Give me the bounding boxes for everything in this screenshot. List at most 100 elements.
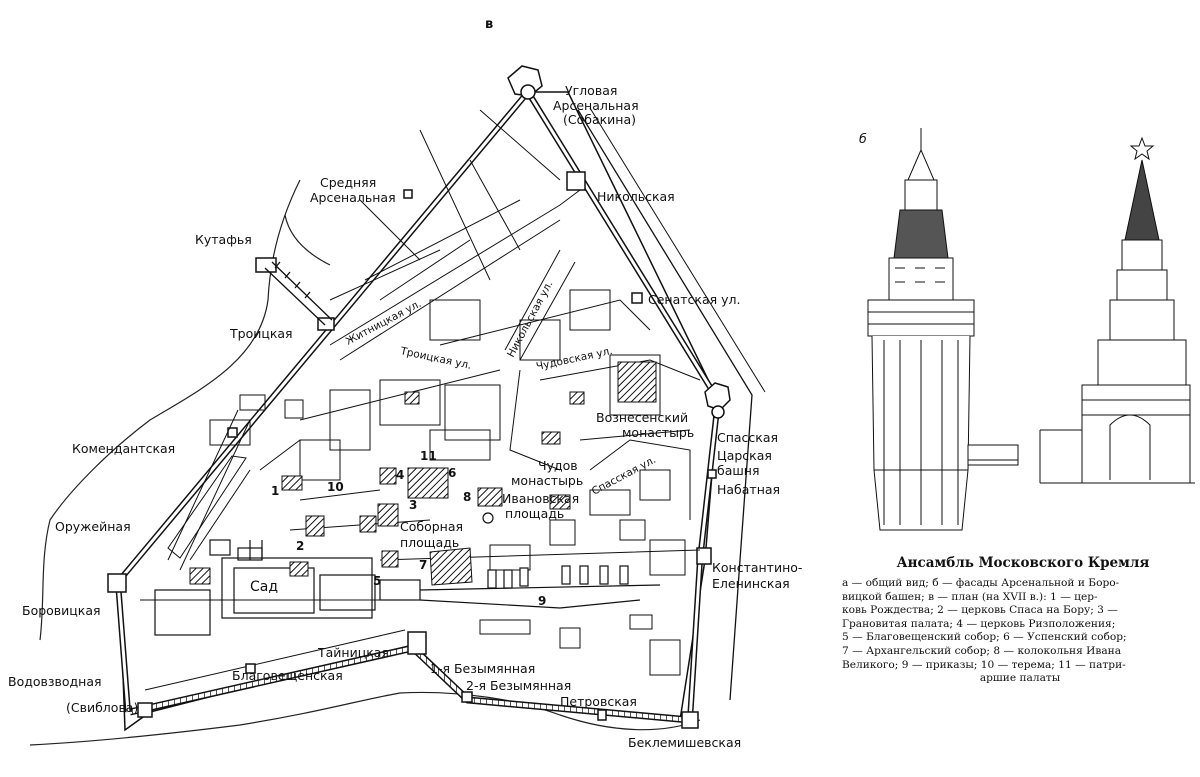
tower-vodovzvodnaya [137, 702, 153, 718]
caption-line: Великого; 9 — приказы; 10 — терема; 11 —… [842, 658, 1126, 671]
label-sviblova: (Свиблова) [66, 700, 138, 715]
marker-11: 11 [420, 449, 437, 463]
building-3-granovitaya [377, 503, 399, 527]
caption-line: аршие палаты [979, 672, 1061, 685]
street-troitskaya: Троицкая ул. [398, 345, 472, 372]
label-sobornaya-2: площадь [400, 535, 459, 550]
tower-spasskaya [704, 382, 731, 411]
caption-line: Грановитая палата; 4 — церковь Ризположе… [842, 617, 1116, 630]
panel-label-v: в [485, 17, 493, 32]
building-2 [305, 515, 325, 537]
tower-nabatnaya [707, 469, 717, 479]
tower-konstantin [696, 547, 712, 565]
caption-line: ковь Рождества; 2 — церковь Спаса на Бор… [842, 604, 1118, 617]
label-srednyaya-1: Средняя [320, 175, 376, 190]
tower-srednyaya [403, 189, 413, 199]
street-spasskaya: Спасская ул. [590, 454, 658, 498]
garden-area [154, 539, 421, 636]
prikazy-row [419, 565, 661, 609]
label-tsarskaya-1: Царская [717, 448, 772, 463]
label-blagoveshchenskaya: Благовещенская [232, 668, 343, 683]
borovitskaya-tower-facade [1039, 136, 1195, 484]
caption-line: 7 — Архангельский собор; 8 — колокольня … [842, 644, 1122, 657]
tower-troitskaya [317, 317, 335, 331]
label-konstantin-1: Константино- [712, 560, 802, 575]
caption-title: Ансамбль Московского Кремля [896, 555, 1150, 571]
tower-markers [107, 65, 731, 729]
label-chudov-1: Чудов [538, 458, 578, 473]
tower-beklemishevskaya [681, 711, 699, 729]
label-ivanovskaya-1: Ивановская [502, 491, 579, 506]
label-nabatnaya: Набатная [717, 482, 780, 497]
marker-1: 1 [271, 484, 279, 498]
building-7-arkhangelsky [429, 547, 473, 586]
building-hatch-e [404, 391, 420, 405]
caption-line: вицкой башен; в — план (на XVII в.): 1 —… [842, 590, 1098, 603]
marker-3: 3 [409, 498, 417, 512]
street-nikolskaya: Никольская ул. [505, 279, 555, 360]
tower-bezymyannaya [461, 691, 473, 703]
tower-senatskaya [631, 292, 643, 304]
caption-body: а — общий вид; б — фасады Арсенальной и … [842, 577, 1198, 686]
building-1 [281, 475, 303, 491]
kremlin-walls [115, 90, 766, 732]
label-kutafya: Кутафья [195, 232, 252, 247]
marker-10: 10 [327, 480, 344, 494]
star-icon [1129, 136, 1155, 161]
label-taynitskaya: Тайницкая [317, 645, 389, 660]
caption-line: 5 — Благовещенский собор; 6 — Успенский … [842, 631, 1127, 644]
label-uglovaya-2: Арсенальная [553, 98, 639, 113]
building-hatch-a [549, 494, 571, 510]
label-komendantskaya: Комендантская [72, 441, 175, 456]
label-voznesensky-2: монастырь [622, 425, 694, 440]
label-uglovaya-3: (Собакина) [563, 112, 636, 127]
label-tsarskaya-2: башня [717, 463, 760, 478]
building-5 [381, 550, 399, 568]
label-sad: Сад [250, 579, 278, 595]
label-spasskaya: Спасская [717, 430, 778, 445]
tower-facades [867, 128, 1195, 531]
tower-petrovskaya [597, 709, 607, 721]
label-petrovskaya: Петровская [560, 694, 637, 709]
tower-marker-corner [520, 84, 536, 100]
marker-6: 6 [448, 466, 456, 480]
label-sobornaya-1: Соборная [400, 519, 463, 534]
label-voznesensky-1: Вознесенский [596, 410, 688, 425]
troitsky-bridge [264, 261, 333, 326]
west-slope [167, 455, 251, 561]
label-oruzheynaya: Оружейная [55, 519, 131, 534]
label-beklemishevskaya: Беклемишевская [628, 735, 741, 750]
label-vodovzvodnaya: Водовзводная [8, 674, 102, 689]
label-troitskaya: Троицкая [229, 326, 293, 341]
building-hatch-f [359, 515, 377, 533]
building-8-ivan [477, 487, 503, 507]
marker-4: 4 [396, 468, 404, 482]
label-nikolskaya: Никольская [597, 189, 675, 204]
tower-borovitskaya [107, 573, 127, 593]
tower-nikolskaya [566, 171, 586, 191]
label-konstantin-2: Еленинская [712, 576, 790, 591]
tower-kutafya [255, 257, 277, 273]
tower-blagoveshchenskaya [245, 663, 256, 674]
label-srednyaya-2: Арсенальная [310, 190, 396, 205]
label-bezymyannaya-1: 1-я Безымянная [430, 661, 535, 676]
caption-line: а — общий вид; б — фасады Арсенальной и … [842, 577, 1120, 589]
marker-8: 8 [463, 490, 471, 504]
building-4 [379, 467, 397, 485]
label-chudov-2: монастырь [511, 473, 583, 488]
building-hatch-g [189, 567, 211, 585]
label-ivanovskaya-2: площадь [505, 506, 564, 521]
small-round-building [482, 512, 494, 524]
marker-7: 7 [419, 558, 427, 572]
building-hatch-b [617, 361, 657, 403]
panel-label-b: б [859, 131, 867, 146]
hatched-buildings [189, 361, 657, 586]
building-hatch-d [541, 431, 561, 445]
marker-5: 5 [373, 574, 381, 588]
building-hatch-c [569, 391, 585, 405]
tower-taynitskaya [407, 631, 427, 655]
building-6-uspensky [407, 467, 449, 499]
street-zhitnitskaya: Житницкая ул. [344, 298, 424, 348]
label-bezymyannaya-2: 2-я Безымянная [466, 678, 571, 693]
